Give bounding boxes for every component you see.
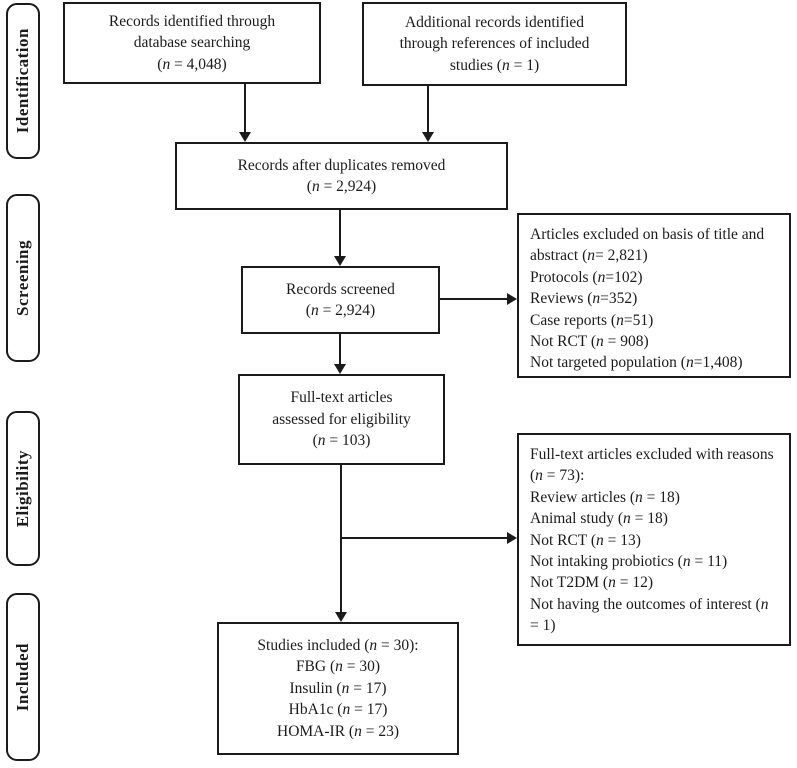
box-fulltext-assessed: Full-text articles assessed for eligibili… (238, 374, 445, 465)
stage-eligibility: Eligibility (6, 411, 40, 566)
box-studies-included: Studies included (n = 30): FBG (n = 30) In… (217, 622, 459, 755)
box-text-line: Not targeted population (n=1,408) (530, 354, 743, 372)
connector-screened-to-fulltext (339, 334, 341, 364)
stage-screening-label: Screening (13, 240, 32, 316)
arrowhead-fulltext-to-excluded (507, 532, 517, 544)
box-text-line: HbA1c (n = 17) (288, 701, 388, 719)
stage-screening: Screening (6, 194, 40, 362)
box-text-line: Records after duplicates removed (237, 156, 446, 174)
box-text-line: (n = 4,048) (157, 55, 227, 73)
box-text-line: Not RCT (n = 908) (530, 332, 649, 350)
box-text-line: (n = 2,924) (305, 302, 376, 319)
box-excluded-title-abstract: Articles excluded on basis of title and … (517, 213, 791, 378)
box-text-line: Reviews (n=352) (530, 290, 638, 308)
stage-identification: Identification (6, 3, 40, 159)
stage-included: Included (6, 593, 40, 761)
connector-database-to-duplicates (244, 84, 246, 133)
box-text-line: Not having the outcomes of interest (n =… (530, 595, 769, 634)
connector-duplicates-to-screened (339, 210, 341, 257)
box-text-line: Records identified through (108, 12, 276, 30)
box-text-line: Protocols (n=102) (530, 268, 643, 286)
box-text-line: HOMA-IR (n = 23) (277, 722, 399, 740)
stage-eligibility-label: Eligibility (13, 449, 32, 528)
box-records-screened: Records screened (n = 2,924) (241, 266, 440, 334)
connector-screened-to-excluded (440, 298, 507, 300)
box-text-line: assessed for eligibility (272, 410, 411, 428)
box-text-line: Not T2DM (n = 12) (530, 574, 653, 592)
box-text-line: studies (n = 1) (449, 56, 540, 74)
box-text-line: (n = 2,924) (306, 178, 377, 195)
arrowhead-screened-to-excluded (507, 293, 517, 305)
box-text-line: Articles excluded on basis of title and … (530, 226, 765, 265)
box-excluded-fulltext: Full-text articles excluded with reasons… (517, 433, 791, 646)
connector-fulltext-to-excluded (341, 537, 507, 539)
box-text-line: Insulin (n = 17) (289, 679, 387, 697)
box-additional-records: Additional records identified through ref… (362, 2, 627, 86)
arrowhead-screened-to-fulltext (334, 364, 346, 374)
box-text-line: Additional records identified (404, 13, 585, 31)
arrowhead-additional-to-duplicates (422, 132, 434, 142)
box-text-line: Not intaking probiotics (n = 11) (530, 552, 728, 570)
stage-included-label: Included (13, 642, 32, 712)
box-text-line: Records screened (286, 280, 395, 298)
stage-identification-label: Identification (13, 28, 32, 134)
box-text-line: through references of included (399, 35, 590, 53)
box-text-line: (n = 103) (312, 432, 371, 450)
box-text-line: Full-text articles excluded with reasons… (530, 446, 774, 485)
box-text-line: Not RCT (n = 13) (530, 531, 641, 549)
arrowhead-fulltext-to-included (335, 612, 347, 622)
box-duplicates-removed: Records after duplicates removed (n = 2,9… (175, 142, 508, 210)
arrowhead-duplicates-to-screened (334, 256, 346, 266)
box-text-line: Case reports (n=51) (530, 311, 654, 329)
box-text-line: Studies included (n = 30): (257, 637, 419, 655)
box-text-line: database searching (133, 34, 251, 52)
connector-additional-to-duplicates (427, 86, 429, 133)
box-text-line: Review articles (n = 18) (530, 488, 680, 506)
box-text-line: Full-text articles (290, 389, 393, 407)
box-text-line: FBG (n = 30) (295, 658, 381, 676)
arrowhead-database-to-duplicates (239, 132, 251, 142)
box-text-line: Animal study (n = 18) (530, 510, 668, 528)
box-records-identified-database: Records identified through database searc… (63, 2, 321, 84)
